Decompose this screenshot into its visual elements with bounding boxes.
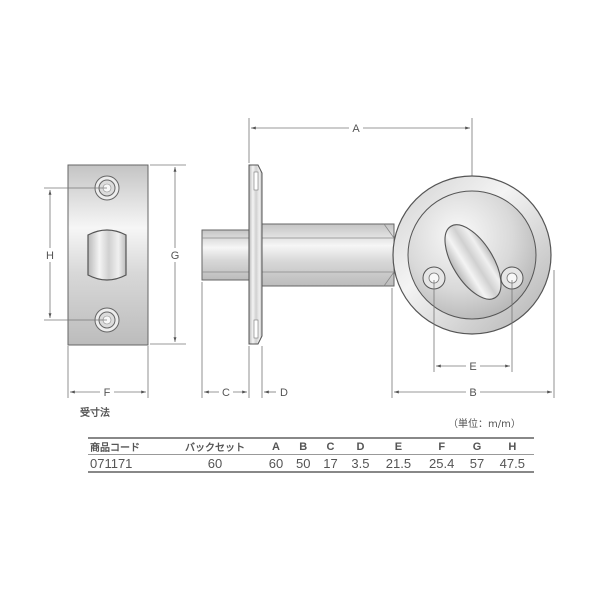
spec-table: 商品コード バックセット A B C D E F G H 071171 60 6… (88, 437, 534, 473)
deadbolt-side-view (201, 164, 395, 345)
cell-g: 57 (463, 454, 491, 473)
cell-e: 21.5 (376, 454, 421, 473)
dim-label-c: C (222, 387, 230, 399)
header-c: C (316, 437, 345, 455)
header-backset: バックセット (167, 437, 263, 455)
header-product-code: 商品コード (88, 437, 168, 455)
dim-label-e: E (469, 361, 476, 373)
cell-a: 60 (262, 454, 290, 473)
header-f: F (420, 437, 464, 455)
cell-d: 3.5 (344, 454, 377, 473)
dim-label-a: A (352, 123, 360, 135)
dim-label-d: D (280, 387, 288, 399)
dim-label-f: F (104, 387, 111, 399)
cell-backset: 60 (167, 454, 263, 473)
dim-label-h: H (46, 250, 54, 262)
header-b: B (289, 437, 317, 455)
cell-f: 25.4 (420, 454, 464, 473)
cell-c: 17 (316, 454, 345, 473)
dim-label-b: B (469, 387, 476, 399)
header-d: D (344, 437, 377, 455)
table-row: 071171 60 60 50 17 3.5 21.5 25.4 57 47.5 (88, 454, 534, 473)
unit-label: （単位：m/m） (448, 419, 521, 430)
dimension-c (201, 282, 250, 398)
cell-b: 50 (289, 454, 317, 473)
screw-icon (422, 266, 446, 290)
header-g: G (463, 437, 491, 455)
cell-h: 47.5 (490, 454, 534, 473)
header-a: A (262, 437, 290, 455)
thumbturn-knob (444, 224, 502, 300)
dimension-d (261, 346, 276, 398)
thumbturn-front-view (392, 175, 552, 335)
header-h: H (490, 437, 534, 455)
strike-plate (67, 164, 149, 346)
header-e: E (376, 437, 421, 455)
dim-label-g: G (171, 250, 180, 262)
table-header-row: 商品コード バックセット A B C D E F G H (88, 437, 534, 455)
strike-dimension-caption: 受寸法 (80, 408, 110, 419)
bolt-hole (87, 229, 127, 281)
cell-product-code: 071171 (88, 454, 168, 473)
